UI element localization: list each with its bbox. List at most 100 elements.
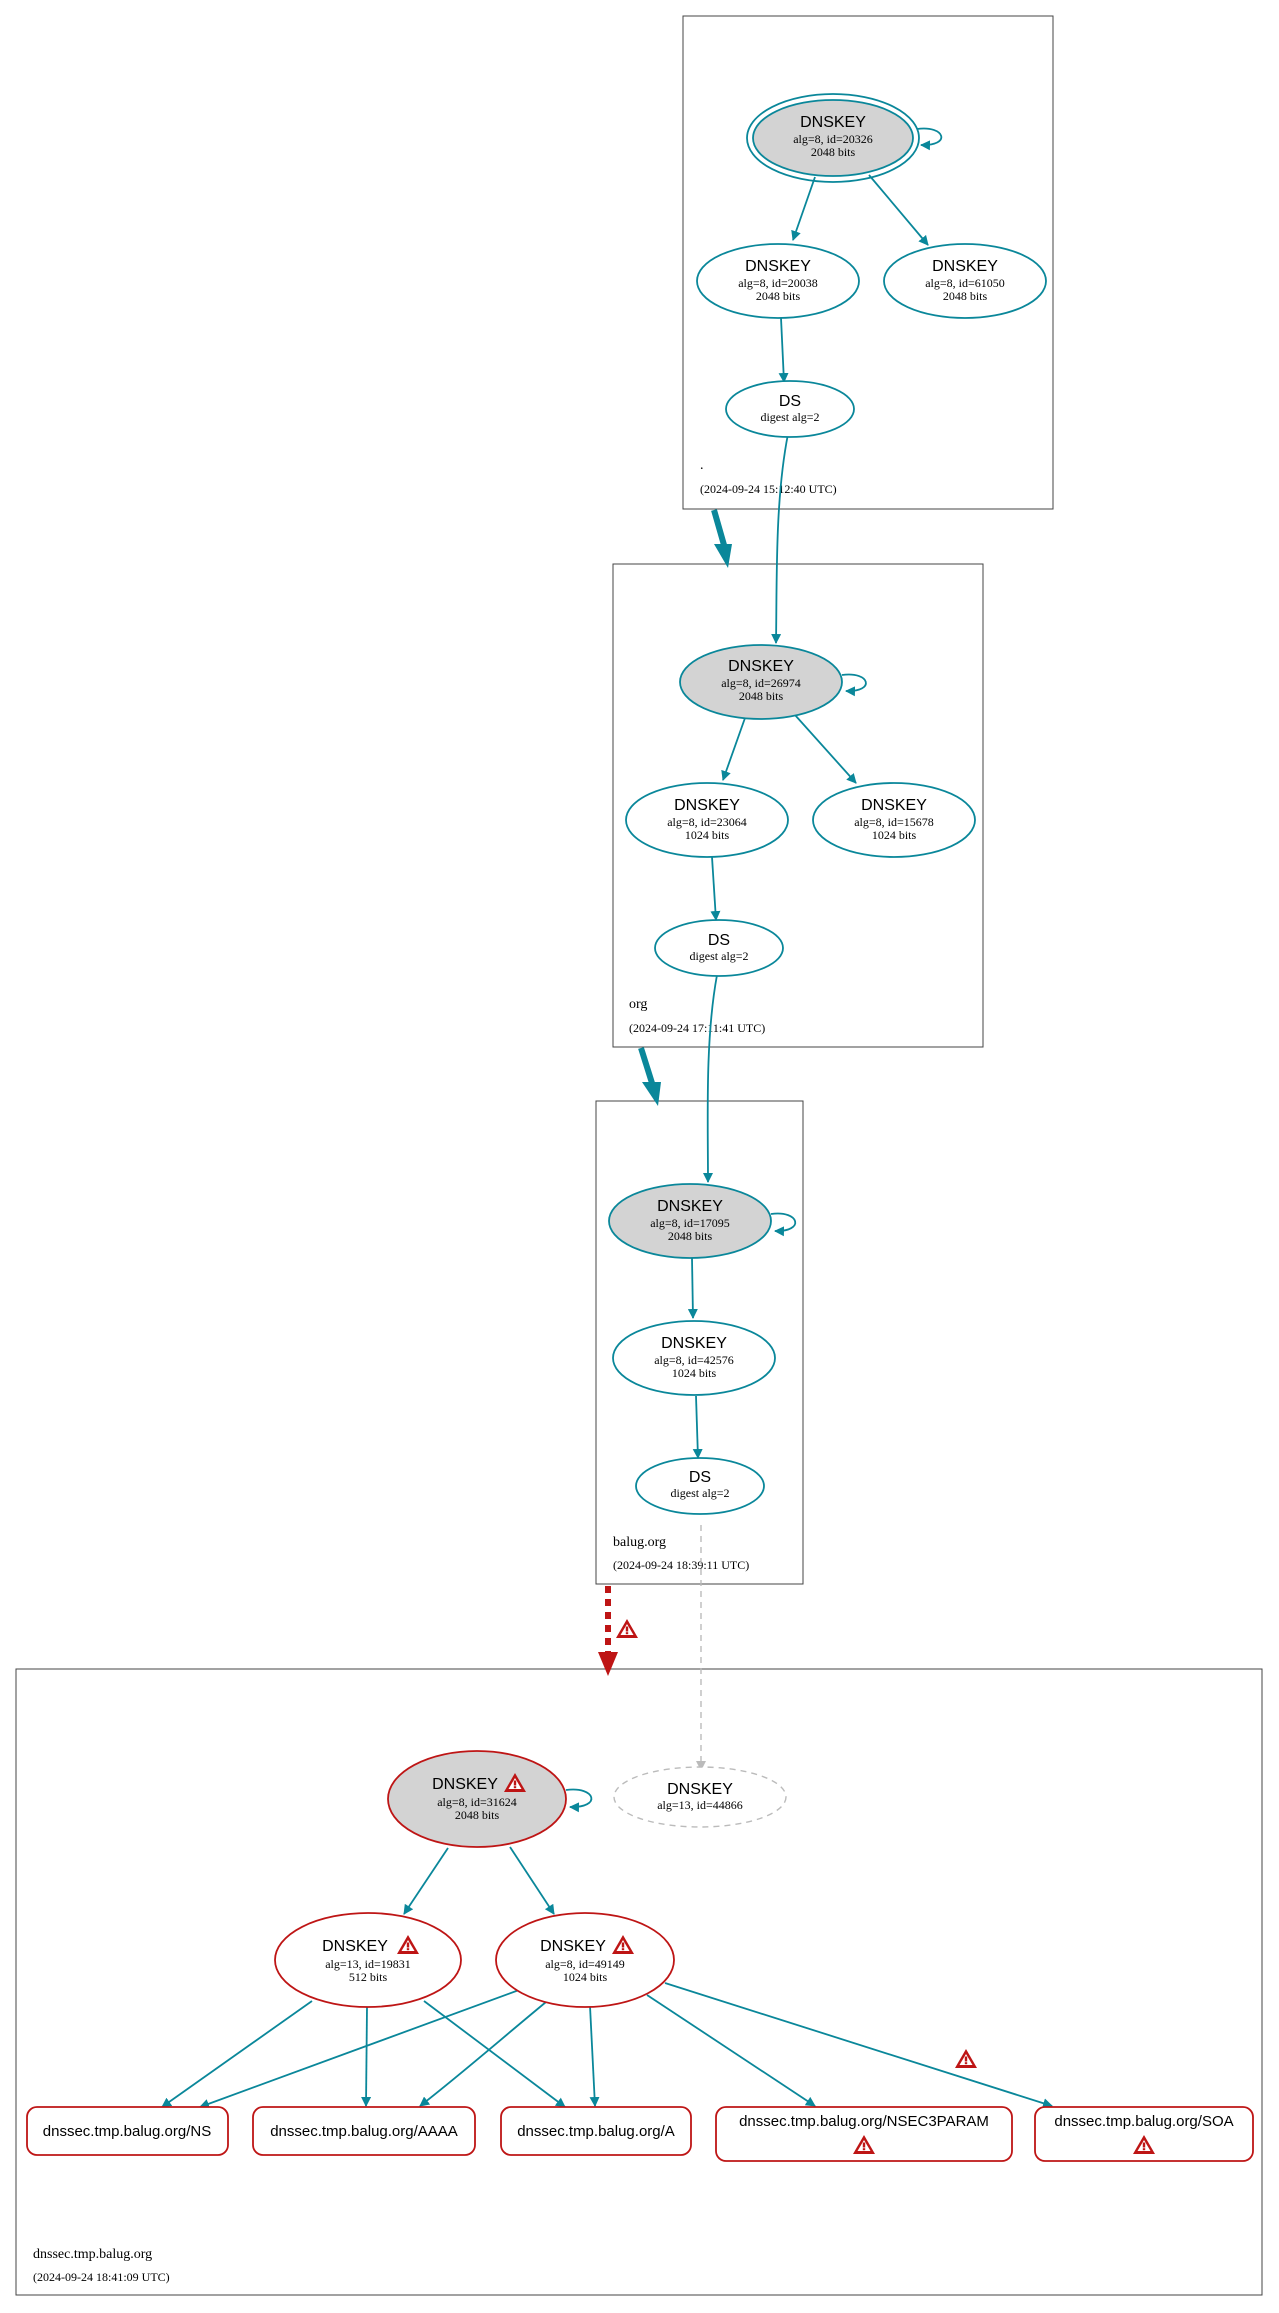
node-org-zsk-23064[interactable]: DNSKEY alg=8, id=23064 1024 bits <box>625 782 789 858</box>
zone-timestamp-balug: (2024-09-24 18:39:11 UTC) <box>613 1558 749 1572</box>
edge-root-ksk-self <box>916 127 943 151</box>
node-title: DS <box>708 932 730 949</box>
node-balug-ksk[interactable]: DNSKEY alg=8, id=17095 2048 bits <box>608 1183 772 1259</box>
delegation-edge-root-org <box>711 509 732 568</box>
node-org-zsk-15678[interactable]: DNSKEY alg=8, id=15678 1024 bits <box>812 782 976 858</box>
node-detail: 2048 bits <box>756 289 801 303</box>
rrset-label: dnssec.tmp.balug.org/A <box>517 2123 675 2140</box>
edge-dn-ksk-zsk13 <box>403 1847 449 1915</box>
edge-dn-ksk-zsk8 <box>509 1846 555 1915</box>
node-title: DNSKEY <box>800 114 866 131</box>
node-detail: 1024 bits <box>872 828 917 842</box>
rrset-soa[interactable]: dnssec.tmp.balug.org/SOA <box>1034 2106 1254 2162</box>
node-org-ds[interactable]: DS digest alg=2 <box>654 919 784 977</box>
node-detail: 1024 bits <box>672 1366 717 1380</box>
node-detail: alg=8, id=20326 <box>793 132 873 146</box>
node-detail: alg=8, id=31624 <box>437 1795 517 1809</box>
node-root-zsk-61050[interactable]: DNSKEY alg=8, id=61050 2048 bits <box>883 243 1047 319</box>
zone-name-dnssec: dnssec.tmp.balug.org <box>33 2247 152 2262</box>
edge-root-ksk-zsk1 <box>791 176 816 241</box>
node-detail: alg=8, id=61050 <box>925 276 1005 290</box>
node-balug-zsk-42576[interactable]: DNSKEY alg=8, id=42576 1024 bits <box>612 1320 776 1396</box>
node-detail: digest alg=2 <box>670 1486 729 1500</box>
node-dnssec-zsk-49149[interactable]: DNSKEY alg=8, id=49149 1024 bits <box>495 1912 675 2008</box>
rrset-label: dnssec.tmp.balug.org/NSEC3PARAM <box>739 2113 989 2130</box>
zone-box-dnssec <box>15 1668 1263 2296</box>
node-title: DS <box>689 1469 711 1486</box>
zone-name-root: . <box>700 458 704 473</box>
node-detail: alg=13, id=44866 <box>657 1798 743 1812</box>
node-detail: alg=8, id=42576 <box>654 1353 734 1367</box>
node-dnssec-zsk-19831[interactable]: DNSKEY alg=13, id=19831 512 bits <box>274 1912 462 2008</box>
node-title: DNSKEY <box>728 658 794 675</box>
edge-zsk13-a <box>423 2000 566 2108</box>
node-detail: 2048 bits <box>943 289 988 303</box>
zone-timestamp-dnssec: (2024-09-24 18:41:09 UTC) <box>33 2270 170 2284</box>
edge-dn-ksk-self <box>565 1788 593 1813</box>
node-title: DS <box>779 393 801 410</box>
edge-org-ksk-zsk1 <box>721 717 746 781</box>
rrset-nsec3param[interactable]: dnssec.tmp.balug.org/NSEC3PARAM <box>715 2106 1013 2162</box>
node-root-ksk[interactable]: DNSKEY alg=8, id=20326 2048 bits <box>746 93 920 183</box>
zone-name-balug: balug.org <box>613 1535 666 1550</box>
edge-balug-ksk-zsk <box>687 1257 698 1319</box>
node-detail: alg=8, id=17095 <box>650 1216 730 1230</box>
zone-timestamp-org: (2024-09-24 17:11:41 UTC) <box>629 1021 765 1035</box>
node-balug-ds[interactable]: DS digest alg=2 <box>635 1457 765 1515</box>
node-detail: digest alg=2 <box>760 410 819 424</box>
node-detail: alg=8, id=49149 <box>545 1957 625 1971</box>
rrset-ns[interactable]: dnssec.tmp.balug.org/NS <box>26 2106 229 2156</box>
node-detail: alg=13, id=19831 <box>325 1957 411 1971</box>
edge-zsk13-ns <box>161 2000 313 2108</box>
delegation-warning-icon <box>616 1619 638 1638</box>
edge-balug-zsk-ds <box>692 1395 703 1459</box>
zone-timestamp-root: (2024-09-24 15:12:40 UTC) <box>700 482 837 496</box>
rrset-label: dnssec.tmp.balug.org/NS <box>43 2123 211 2140</box>
node-detail: 2048 bits <box>668 1229 713 1243</box>
node-org-ksk[interactable]: DNSKEY alg=8, id=26974 2048 bits <box>679 644 843 720</box>
node-title: DNSKEY <box>661 1335 727 1352</box>
zone-box-org <box>612 563 984 1048</box>
node-detail: 2048 bits <box>739 689 784 703</box>
edge-root-ds-org-ksk-line <box>771 433 789 644</box>
node-root-ds[interactable]: DS digest alg=2 <box>725 380 855 438</box>
edge-org-ksk-zsk2 <box>794 714 857 784</box>
node-root-zsk-20038[interactable]: DNSKEY alg=8, id=20038 2048 bits <box>696 243 860 319</box>
edge-org-ds-balug-ksk <box>702 974 718 1183</box>
node-detail: digest alg=2 <box>689 949 748 963</box>
node-title: DNSKEY <box>540 1938 606 1955</box>
node-title: DNSKEY <box>861 797 927 814</box>
node-detail: alg=8, id=15678 <box>854 815 934 829</box>
zone-box-root <box>682 15 1054 510</box>
zone-box-balug <box>595 1100 804 1585</box>
node-dnssec-missing-dnskey-44866[interactable]: DNSKEY alg=13, id=44866 <box>613 1766 787 1828</box>
edge-org-zsk1-ds <box>710 856 721 921</box>
edge-zsk8-aaaa <box>419 2001 547 2107</box>
edge-zsk8-soa <box>664 1982 1053 2109</box>
node-detail: alg=8, id=20038 <box>738 276 818 290</box>
node-title: DNSKEY <box>745 258 811 275</box>
node-title: DNSKEY <box>322 1938 388 1955</box>
node-title: DNSKEY <box>674 797 740 814</box>
node-detail: 1024 bits <box>685 828 730 842</box>
rrset-a[interactable]: dnssec.tmp.balug.org/A <box>500 2106 692 2156</box>
delegation-edge-org-balug <box>638 1047 661 1106</box>
delegation-edge-balug-dnssec-bogus <box>598 1586 618 1676</box>
node-title: DNSKEY <box>667 1781 733 1798</box>
edge-zsk8-nsec3param <box>646 1994 816 2107</box>
edge-org-ksk-self <box>841 673 867 697</box>
edge-balug-ksk-self <box>770 1212 797 1237</box>
edge-root-zsk1-ds <box>778 317 789 383</box>
node-detail: 1024 bits <box>563 1970 608 1984</box>
node-dnssec-ksk-31624[interactable]: DNSKEY alg=8, id=31624 2048 bits <box>387 1750 567 1848</box>
rrset-aaaa[interactable]: dnssec.tmp.balug.org/AAAA <box>252 2106 476 2156</box>
edge-zsk8-a <box>589 2005 600 2107</box>
edge-soa-warning-icon <box>955 2049 977 2068</box>
zone-name-org: org <box>629 997 647 1012</box>
rrset-label: dnssec.tmp.balug.org/AAAA <box>270 2123 458 2140</box>
node-detail: 2048 bits <box>455 1808 500 1822</box>
rrset-label: dnssec.tmp.balug.org/SOA <box>1054 2113 1233 2130</box>
node-title: DNSKEY <box>432 1776 498 1793</box>
node-detail: alg=8, id=23064 <box>667 815 747 829</box>
